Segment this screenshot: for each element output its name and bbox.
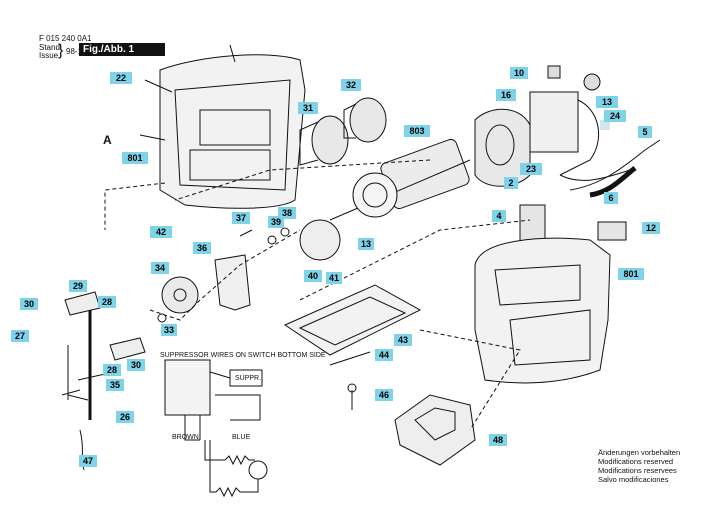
part-label: 26 (116, 411, 134, 423)
part-label: 44 (375, 349, 393, 361)
part-label: 48 (489, 434, 507, 446)
part-label: 31 (298, 102, 318, 114)
stand-label: Stand (39, 43, 60, 52)
part-label: 24 (604, 110, 626, 122)
issue-label: Issue (39, 51, 59, 60)
suppressor-note: SUPPRESSOR WIRES ON SWITCH BOTTOM SIDE (160, 352, 326, 359)
part-label: 13 (358, 238, 374, 250)
part-label: 30 (20, 298, 38, 310)
part-label: 46 (375, 389, 393, 401)
part-label: 23 (520, 163, 542, 175)
part-label: 5 (638, 126, 652, 138)
part-label: 28 (103, 364, 121, 376)
housing-right-half (474, 237, 611, 384)
plunger-assembly (61, 291, 146, 471)
footer-line: Modifications reservees (598, 466, 677, 475)
part-label: 22 (110, 72, 132, 84)
part-label: 803 (404, 125, 430, 137)
modifications-note: Änderungen vorbehalten Modifications res… (598, 448, 680, 484)
suppressor-box-label: SUPPR. (235, 375, 262, 382)
part-label: 47 (79, 455, 97, 467)
part-label: 2 (504, 177, 518, 189)
part-label: 801 (618, 268, 644, 280)
part-label: 30 (127, 359, 145, 371)
part-label: 4 (492, 210, 506, 222)
wire-blue-label: BLUE (232, 434, 251, 441)
power-cord (569, 139, 661, 198)
part-label: 10 (510, 67, 528, 79)
part-label: 16 (496, 89, 516, 101)
view-label: A (103, 133, 112, 147)
footer-line: Modifications reserved (598, 457, 674, 466)
footer-line: Änderungen vorbehalten (598, 448, 681, 457)
part-label: 40 (304, 270, 322, 282)
housing-left-half (139, 44, 306, 209)
part-label: 27 (11, 330, 29, 342)
wire-brown-label: BROWN (172, 434, 199, 441)
part-label: 39 (268, 216, 284, 228)
brace-icon: } (58, 42, 64, 59)
part-label: 13 (596, 96, 618, 108)
part-label: 12 (642, 222, 660, 234)
part-label: 43 (394, 334, 412, 346)
part-label: 29 (69, 280, 87, 292)
part-label: 37 (232, 212, 250, 224)
armature (329, 138, 471, 221)
part-label: 801 (122, 152, 148, 164)
part-label: 32 (341, 79, 361, 91)
part-label: 42 (150, 226, 172, 238)
field-coil (474, 108, 531, 187)
part-label: 36 (193, 242, 211, 254)
doc-number: F 015 240 0A1 (39, 34, 92, 43)
part-label: 34 (151, 262, 169, 274)
magnet-cylinders (299, 97, 387, 166)
brush-holder (529, 91, 631, 181)
part-label: 41 (326, 272, 342, 284)
wiring-diagram (164, 359, 268, 498)
figure-label: Fig./Abb. 1 (79, 43, 165, 56)
base-plate (283, 284, 422, 356)
part-label: 6 (604, 192, 618, 204)
footer-line: Salvo modificaciones (598, 475, 669, 484)
part-label: 35 (106, 379, 124, 391)
part-label: 33 (161, 324, 177, 336)
part-label: 28 (98, 296, 116, 308)
